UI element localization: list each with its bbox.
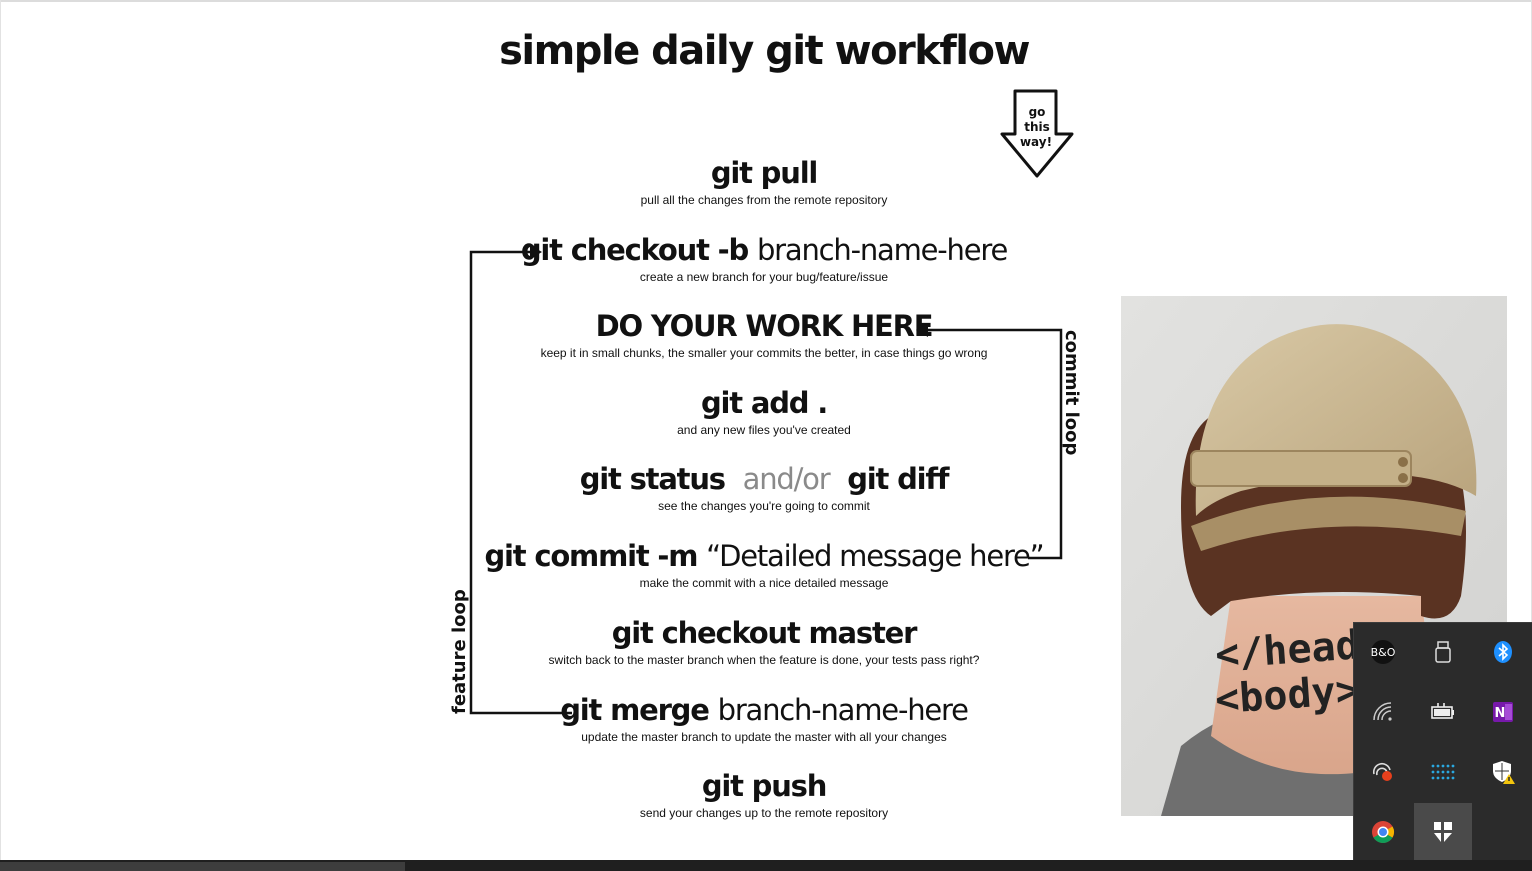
badge-line-1: go <box>1029 105 1046 119</box>
step-description: send your changes up to the remote repos… <box>639 806 889 820</box>
step-git-checkout-master: git checkout master switch back to the m… <box>414 616 1114 668</box>
step-command: git add . <box>700 386 828 420</box>
usb-drive-icon[interactable] <box>1414 623 1472 681</box>
step-command: git pull <box>710 156 819 190</box>
command-argument: branch-name-here <box>756 233 1008 267</box>
bang-olufsen-icon[interactable]: B&O <box>1354 623 1412 681</box>
step-description: and any new files you've created <box>677 423 851 437</box>
command-text: git commit -m <box>484 539 698 573</box>
command-text-2: git diff <box>847 462 949 496</box>
step-git-status-diff: git status and/or git diff see the chang… <box>414 462 1114 514</box>
onenote-icon[interactable]: N <box>1474 683 1532 741</box>
step-description: keep it in small chunks, the smaller you… <box>540 346 988 360</box>
app-tiles-icon[interactable] <box>1414 803 1472 861</box>
step-command: git checkout -b branch-name-here <box>414 233 1114 267</box>
step-command: git push <box>701 769 828 803</box>
badge-line-3: way! <box>1020 135 1052 149</box>
commit-loop-label: commit loop <box>1061 330 1082 455</box>
step-description: make the commit with a nice detailed mes… <box>639 576 889 590</box>
tattoo-photo-image: </head> <body> <box>1121 296 1507 816</box>
step-git-pull: git pull pull all the changes from the r… <box>414 156 1114 208</box>
chrome-icon[interactable] <box>1354 803 1412 861</box>
feature-loop-label: feature loop <box>449 589 470 714</box>
step-command: DO YOUR WORK HERE <box>595 309 934 343</box>
step-command: git status and/or git diff <box>414 462 1114 496</box>
badge-line-2: this <box>1024 120 1050 134</box>
step-command: git merge branch-name-here <box>414 693 1114 727</box>
command-argument: branch-name-here <box>717 693 969 727</box>
step-description: see the changes you're going to commit <box>658 499 870 513</box>
window-top-border <box>0 0 1532 2</box>
system-tray-overflow: B&O N <box>1353 622 1532 861</box>
command-argument: “Detailed message here” <box>706 539 1045 573</box>
step-command: git checkout master <box>611 616 918 650</box>
svg-text:N: N <box>1495 706 1506 721</box>
bluetooth-icon[interactable] <box>1474 623 1532 681</box>
step-do-your-work: DO YOUR WORK HERE keep it in small chunk… <box>414 309 1114 361</box>
step-description: create a new branch for your bug/feature… <box>639 270 889 284</box>
feature-loop-arrowhead <box>530 245 542 259</box>
command-text: git status <box>579 462 726 496</box>
tattoo-photo: </head> <body> <box>1121 296 1507 816</box>
window-left-border <box>0 0 1 860</box>
feature-loop-arrow <box>469 250 572 715</box>
commit-loop-arrow <box>926 328 1063 560</box>
commit-loop-arrowhead <box>916 323 928 337</box>
go-this-way-arrow-icon: go this way! <box>1000 89 1074 178</box>
step-description: pull all the changes from the remote rep… <box>640 193 888 207</box>
step-description: switch back to the master branch when th… <box>548 653 980 667</box>
tattoo-line-2: <body> <box>1214 667 1361 723</box>
command-text: git checkout -b <box>520 233 749 267</box>
battery-icon[interactable] <box>1414 683 1472 741</box>
dots-grid-icon[interactable] <box>1414 743 1472 801</box>
step-git-add: git add . and any new files you've creat… <box>414 386 1114 438</box>
step-git-checkout-b: git checkout -b branch-name-here create … <box>414 233 1114 285</box>
taskbar-active-region[interactable] <box>0 862 405 871</box>
command-text: git merge <box>560 693 710 727</box>
command-conjunction: and/or <box>742 462 831 496</box>
step-description: update the master branch to update the m… <box>581 730 947 744</box>
wifi-icon[interactable] <box>1354 683 1412 741</box>
windows-security-icon[interactable] <box>1474 743 1532 801</box>
cloud-sync-icon[interactable] <box>1354 743 1412 801</box>
taskbar <box>0 860 1532 871</box>
step-command: git commit -m “Detailed message here” <box>414 539 1114 573</box>
step-git-commit: git commit -m “Detailed message here” ma… <box>414 539 1114 591</box>
step-git-merge: git merge branch-name-here update the ma… <box>414 693 1114 745</box>
diagram-title: simple daily git workflow <box>499 28 1030 74</box>
step-git-push: git push send your changes up to the rem… <box>414 769 1114 821</box>
svg-text:B&O: B&O <box>1371 646 1396 659</box>
